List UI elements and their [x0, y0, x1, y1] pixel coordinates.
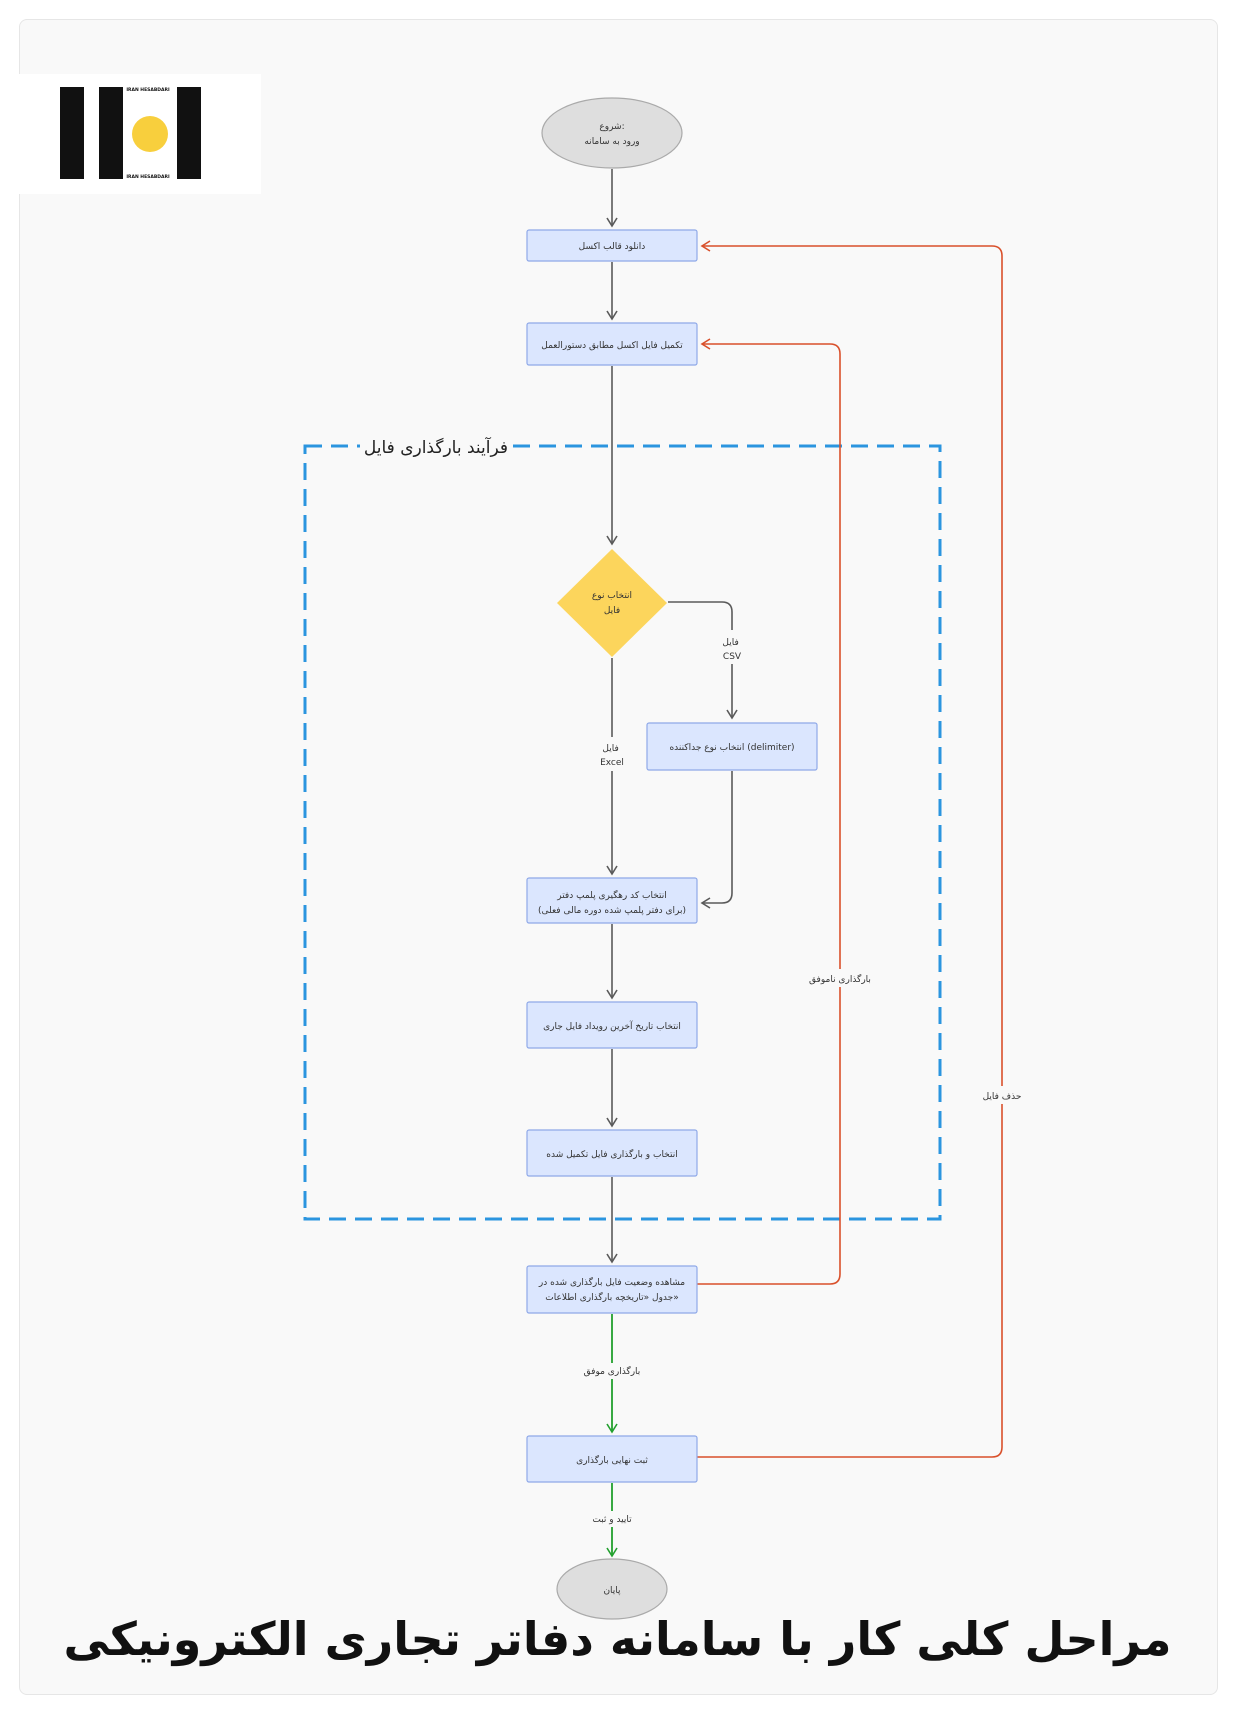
group-label-bg: [360, 436, 510, 458]
label-bg: [975, 1086, 1029, 1104]
logo-bottom-text: IRAN HESABDARI: [126, 174, 170, 180]
label-bg: [582, 1363, 642, 1379]
label-bg: [712, 630, 752, 664]
svg-text:دانلود قالب اکسل: دانلود قالب اکسل: [579, 242, 646, 252]
label-bg: [588, 1511, 636, 1527]
edge-failed-upload: [697, 338, 841, 1285]
edge-label-delete: حذف فایل: [983, 1092, 1022, 1102]
node-select-delimiter: انتخاب نوع جداکننده (delimiter): [646, 722, 818, 771]
group-label: فرآیند بارگذاری فایل: [364, 436, 508, 458]
upload-process-group: [303, 444, 942, 1221]
svg-text:انتخاب نوع جداکننده (delimiter: انتخاب نوع جداکننده (delimiter): [669, 743, 794, 753]
edge-delete-file: [697, 240, 1003, 1458]
node-end: پایان: [556, 1558, 668, 1620]
label-bg: [800, 969, 880, 987]
node-select-tracking-code: انتخاب کد رهگیری پلمپ دفتر(برای دفتر پلم…: [526, 877, 698, 924]
svg-text:انتخاب کد رهگیری پلمپ دفتر(برا: انتخاب کد رهگیری پلمپ دفتر(برای دفتر پلم…: [538, 889, 686, 916]
edge-label-excel: فایل Excel: [600, 744, 624, 768]
edge-decision-csv: [668, 601, 738, 720]
svg-text:شروع:ورود به سامانه: شروع:ورود به سامانه: [584, 122, 639, 147]
node-select-last-event-date: انتخاب تاریخ آخرین رویداد فایل جاری: [526, 1001, 698, 1049]
node-download-template: دانلود قالب اکسل: [526, 229, 698, 262]
logo-circle: [132, 116, 168, 152]
edge-label-confirm: تایید و ثبت: [592, 1515, 632, 1525]
svg-text:ثبت نهایی بارگذاری: ثبت نهایی بارگذاری: [576, 1454, 648, 1466]
logo-mark: IRAN HESABDARI IRAN HESABDARI: [60, 87, 201, 180]
svg-text:پایان: پایان: [603, 1586, 621, 1596]
edge-label-csv: فایل CSV: [722, 638, 742, 662]
edge-label-success: بارگذاری موفق: [584, 1365, 641, 1377]
node-select-and-upload: انتخاب و بارگذاری فایل تکمیل شده: [526, 1129, 698, 1177]
svg-text:تکمیل فایل اکسل مطابق دستورالع: تکمیل فایل اکسل مطابق دستورالعمل: [541, 341, 683, 351]
edge-delimiter-tracking: [700, 771, 733, 909]
svg-text:انتخاب و بارگذاری فایل تکمیل ش: انتخاب و بارگذاری فایل تکمیل شده: [546, 1148, 677, 1160]
label-bg: [592, 737, 632, 771]
page-frame: [19, 19, 1218, 1695]
page-title: مراحل کلی کار با سامانه دفاتر تجاری الکت…: [63, 1612, 1172, 1666]
svg-text:انتخاب تاریخ آخرین رویداد فایل: انتخاب تاریخ آخرین رویداد فایل جاری: [543, 1020, 681, 1032]
logo-top-text: IRAN HESABDARI: [126, 87, 170, 93]
node-final-submit: ثبت نهایی بارگذاری: [526, 1435, 698, 1483]
node-start: شروع:ورود به سامانه: [541, 97, 683, 169]
edge-label-failed: بارگذاری ناموفق: [809, 973, 871, 985]
node-fill-excel: تکمیل فایل اکسل مطابق دستورالعمل: [526, 322, 698, 366]
